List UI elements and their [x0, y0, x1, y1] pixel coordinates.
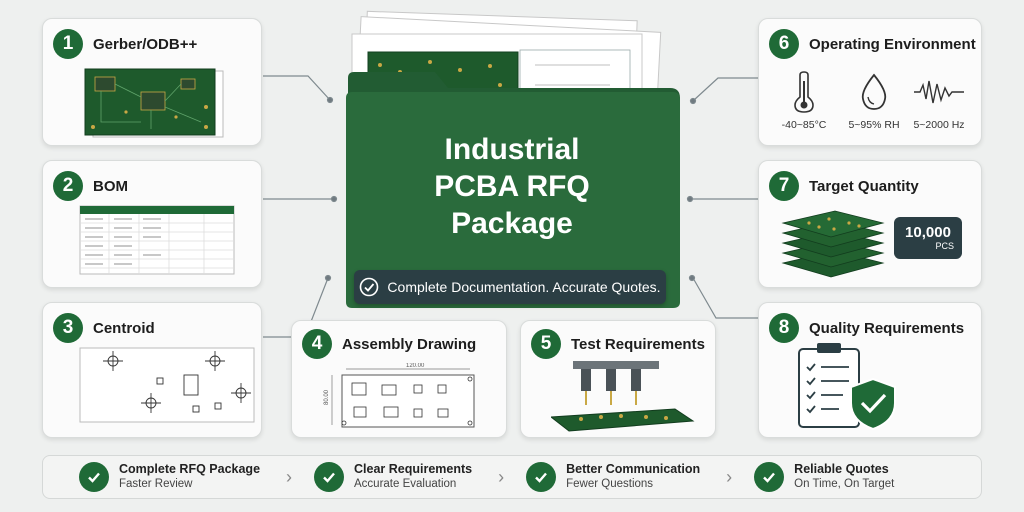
temperature-label: -40~85°C [781, 119, 827, 131]
card-test-requirements: 5 Test Requirements [520, 320, 716, 438]
vibration-label: 5~2000 Hz [913, 119, 965, 131]
chevron-right-icon: › [286, 466, 293, 487]
benefit-subtitle: Fewer Questions [566, 478, 654, 490]
banner-text: Complete Documentation. Accurate Quotes. [387, 279, 661, 295]
card-number: 4 [302, 329, 332, 359]
card-title: Centroid [93, 319, 155, 337]
title-line-3: Package [451, 207, 573, 240]
tagline-banner: Complete Documentation. Accurate Quotes. [354, 270, 666, 304]
card-number: 3 [53, 313, 83, 343]
pcb-layout-icon [84, 68, 224, 138]
drawing-height-label: 80.00 [324, 389, 330, 405]
card-operating-environment: 6 Operating Environment -40~85°C 5~95% R… [758, 18, 982, 146]
benefits-strip: Complete RFQ Package Faster Review › Cle… [42, 455, 982, 499]
rfq-folder [346, 10, 680, 308]
quantity-badge: 10,000 PCS [894, 217, 962, 259]
pcb-stack-icon [781, 210, 885, 278]
card-title: Assembly Drawing [342, 335, 477, 353]
card-number: 5 [531, 329, 561, 359]
benefit-subtitle: On Time, On Target [794, 478, 895, 490]
chevron-right-icon: › [498, 466, 505, 487]
card-target-quantity: 7 Target Quantity 10,000 PCS [758, 160, 982, 288]
folder-title: Industrial PCBA RFQ Package [346, 131, 678, 242]
card-title: Test Requirements [571, 335, 705, 353]
waveform-icon [914, 80, 964, 104]
card-title: Operating Environment [809, 35, 976, 53]
card-number: 1 [53, 29, 83, 59]
card-number: 8 [769, 313, 799, 343]
chevron-right-icon: › [726, 466, 733, 487]
humidity-label: 5~95% RH [848, 119, 900, 131]
card-quality-requirements: 8 Quality Requirements [758, 302, 982, 438]
card-title: Gerber/ODB++ [93, 35, 198, 53]
benefit-title: Clear Requirements [354, 462, 473, 476]
card-number: 7 [769, 171, 799, 201]
card-title: BOM [93, 177, 128, 195]
benefit-title: Reliable Quotes [794, 462, 889, 476]
card-assembly-drawing: 4 Assembly Drawing 120.00 80.00 [291, 320, 507, 438]
card-gerber: 1 Gerber/ODB++ [42, 18, 262, 146]
drawing-width-label: 120.00 [406, 363, 425, 369]
droplet-icon [861, 73, 887, 110]
card-title: Quality Requirements [809, 319, 965, 337]
check-icon [79, 462, 109, 492]
title-line-2: PCBA RFQ [434, 170, 590, 203]
card-centroid: 3 Centroid [42, 302, 262, 438]
thermometer-icon [794, 71, 814, 113]
centroid-map-icon [79, 347, 255, 423]
clipboard-shield-icon [798, 343, 896, 431]
check-icon [314, 462, 345, 492]
benefit-subtitle: Faster Review [119, 478, 193, 490]
benefit-subtitle: Accurate Evaluation [354, 478, 457, 490]
benefit-step: Complete RFQ Package Faster Review [79, 462, 260, 492]
card-bom: 2 BOM [42, 160, 262, 288]
title-line-1: Industrial [444, 133, 580, 166]
benefit-step: Better Communication Fewer Questions [526, 462, 700, 492]
card-title: Target Quantity [809, 177, 919, 195]
benefit-step: Clear Requirements Accurate Evaluation [314, 462, 472, 492]
check-icon [526, 462, 557, 492]
benefit-title: Complete RFQ Package [119, 462, 261, 476]
spreadsheet-icon [79, 205, 235, 275]
quantity-unit: PCS [935, 240, 954, 251]
test-probe-icon [551, 361, 695, 432]
benefit-step: Reliable Quotes On Time, On Target [754, 462, 894, 492]
card-number: 6 [769, 29, 799, 59]
quantity-value: 10,000 [905, 223, 951, 241]
benefit-title: Better Communication [566, 462, 701, 476]
check-circle-icon [360, 277, 379, 297]
assembly-drawing-icon: 120.00 80.00 [324, 363, 475, 428]
check-icon [754, 462, 785, 492]
card-number: 2 [53, 171, 83, 201]
